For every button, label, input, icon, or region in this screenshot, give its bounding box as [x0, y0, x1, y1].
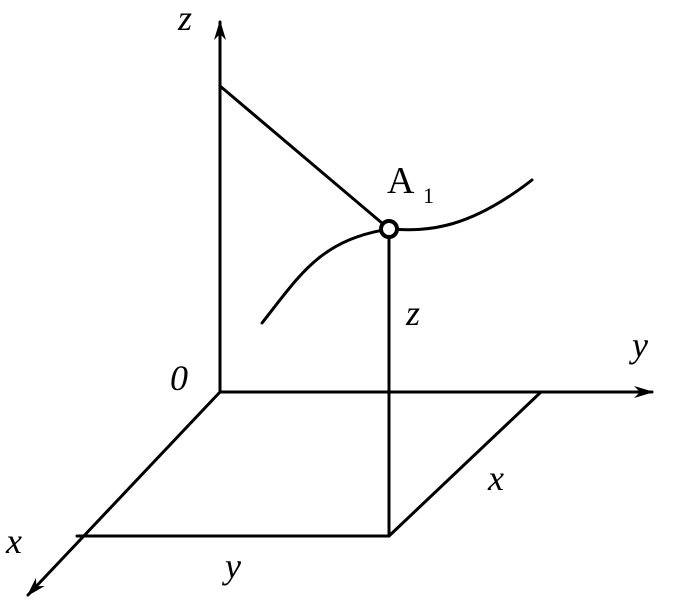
- point-a1: [379, 219, 399, 239]
- x-axis-label: x: [5, 521, 22, 561]
- z-projection-line: [218, 84, 391, 231]
- base-right-edge: [387, 390, 543, 538]
- origin-label: 0: [170, 358, 188, 398]
- base-x-label: x: [487, 458, 504, 498]
- base-y-label: y: [222, 546, 241, 586]
- height-label: z: [405, 293, 420, 333]
- z-axis-label: z: [177, 0, 192, 38]
- x-axis: [26, 390, 222, 597]
- y-axis-label: y: [629, 325, 648, 365]
- point-subscript-label: 1: [423, 183, 434, 208]
- point-a-label: A: [387, 160, 415, 202]
